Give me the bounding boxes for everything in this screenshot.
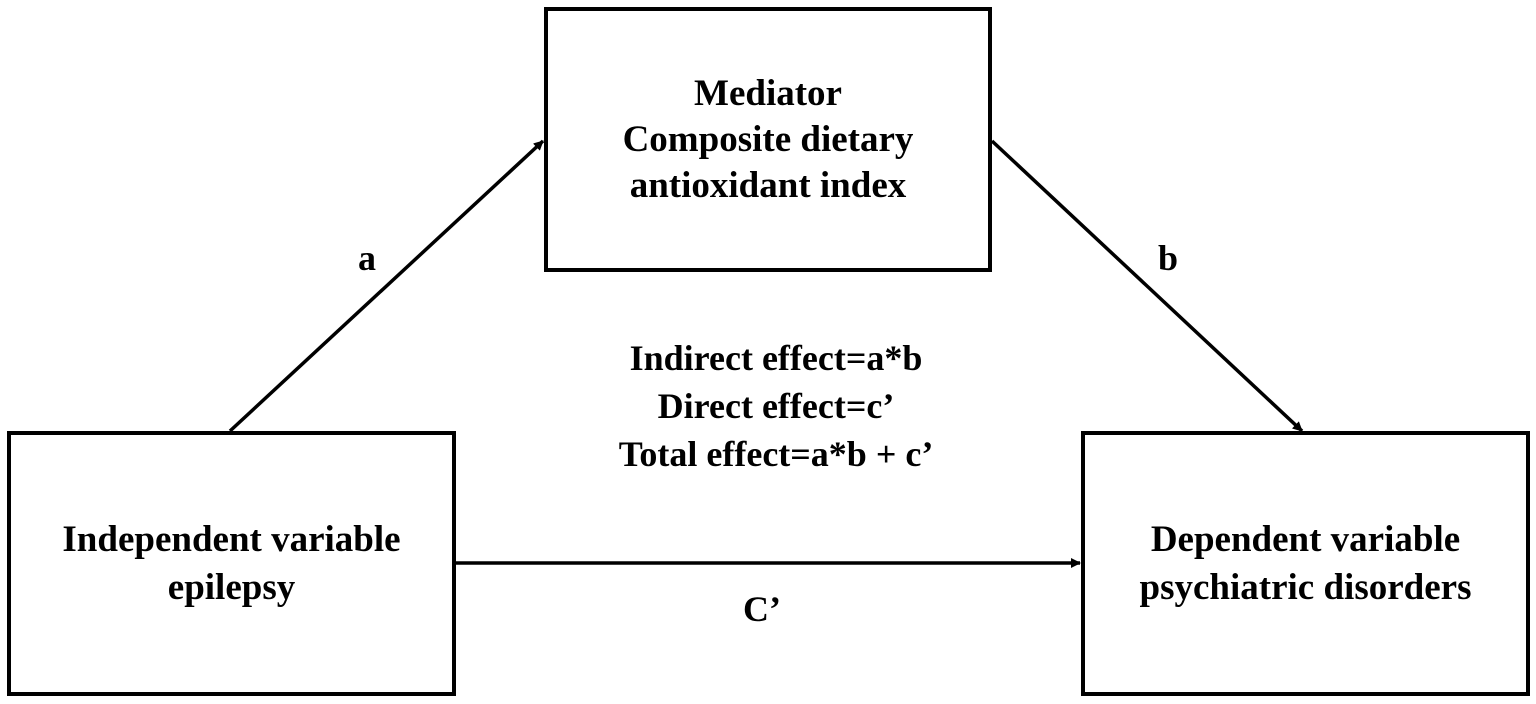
dependent-variable-box: Dependent variable psychiatric disorders — [1081, 431, 1530, 696]
direct-effect-text: Direct effect=c’ — [657, 386, 895, 426]
indirect-effect-text: Indirect effect=a*b — [629, 338, 923, 378]
total-effect-text: Total effect=a*b + c’ — [618, 434, 934, 474]
independent-variable-box: Independent variable epilepsy — [7, 431, 456, 696]
mediator-line-2: Composite dietary — [622, 118, 914, 160]
mediator-box: Mediator Composite dietary antioxidant i… — [544, 7, 992, 272]
dependent-line-2: psychiatric disorders — [1139, 566, 1472, 608]
path-label-c-prime: C’ — [743, 589, 781, 629]
arrow-b — [990, 139, 1304, 433]
independent-line-1: Independent variable — [62, 518, 401, 560]
mediator-line-3: antioxidant index — [629, 164, 907, 206]
dependent-line-1: Dependent variable — [1150, 518, 1461, 560]
mediator-line-1: Mediator — [694, 72, 842, 114]
path-label-a: a — [358, 238, 376, 278]
independent-line-2: epilepsy — [167, 566, 296, 608]
arrow-a — [228, 139, 545, 433]
effects-text: Indirect effect=a*b Direct effect=c’ Tot… — [556, 334, 996, 478]
path-label-b: b — [1157, 238, 1179, 278]
